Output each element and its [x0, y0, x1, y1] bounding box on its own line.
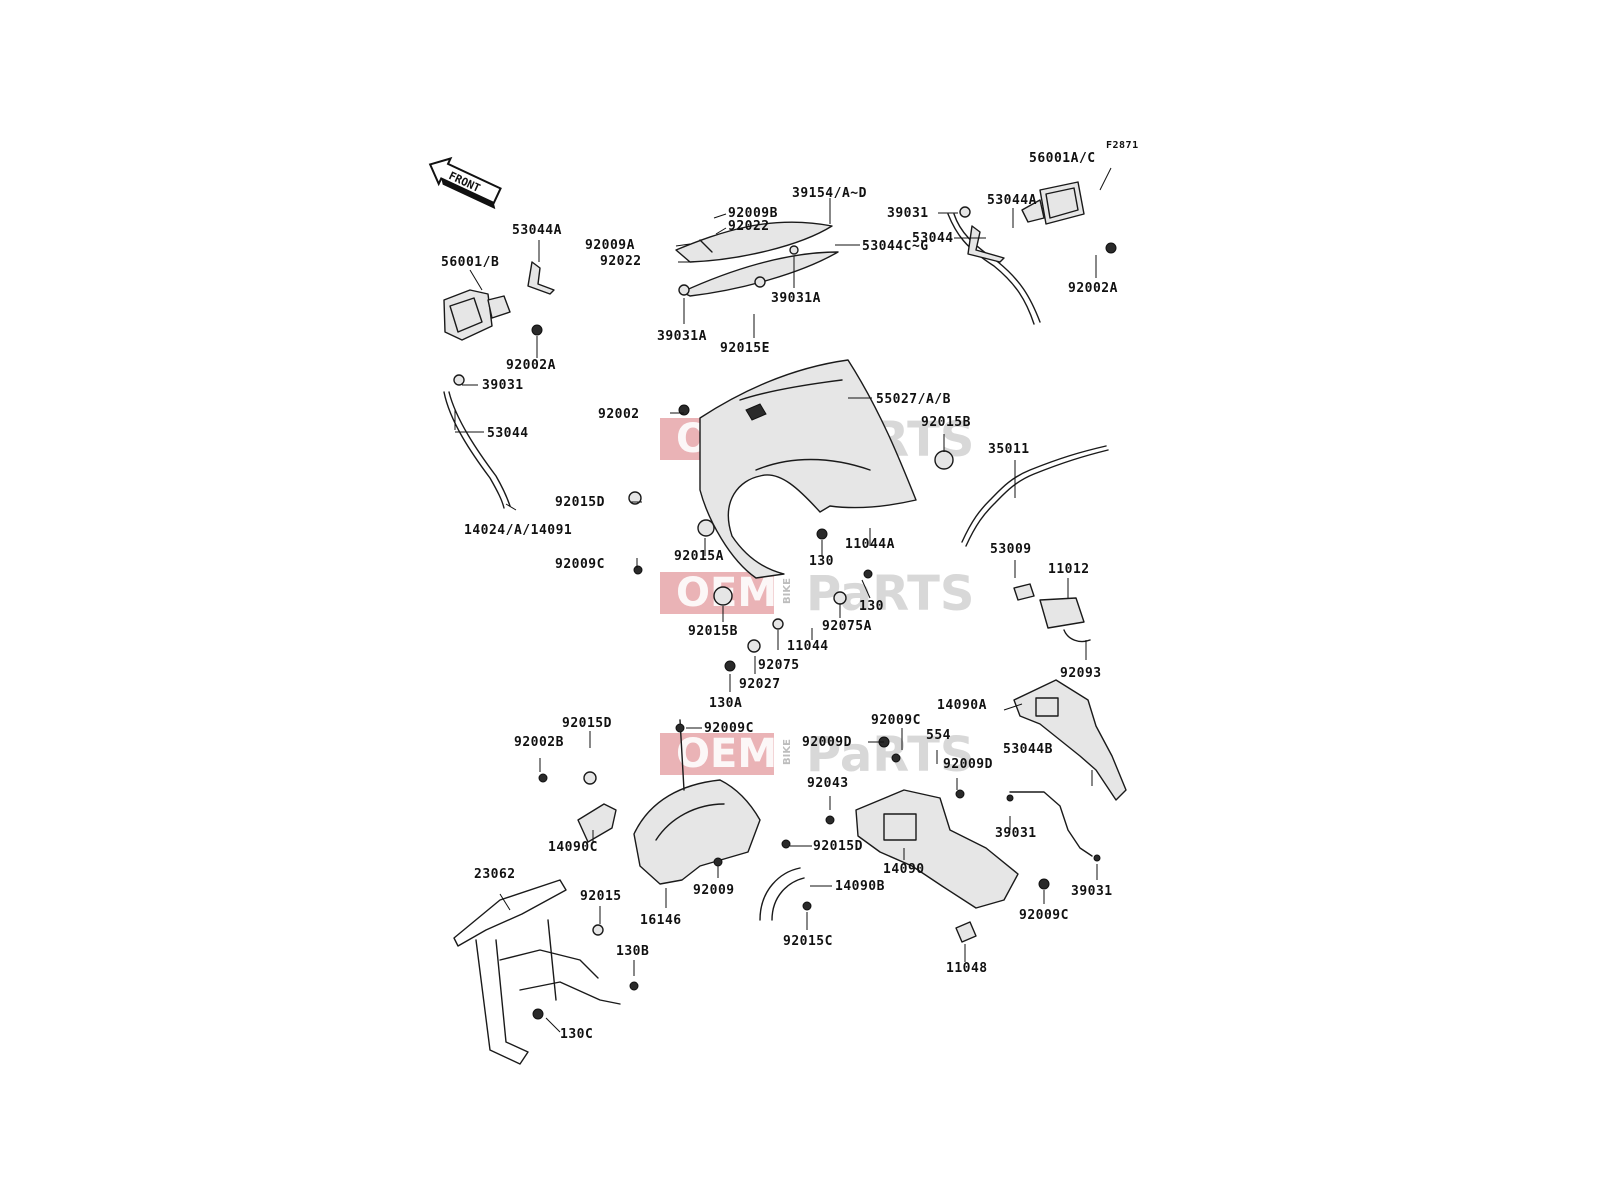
left-cable-shape — [448, 391, 511, 507]
left-clip-53044a-shape — [527, 261, 555, 295]
box-11012-shape — [1039, 597, 1085, 629]
part-label[interactable]: 53044 — [912, 231, 954, 246]
part-label[interactable]: 92002B — [514, 735, 564, 750]
part-label[interactable]: 39031 — [995, 826, 1037, 841]
fastener-icons — [453, 206, 1117, 1020]
cable-35011-shape — [961, 445, 1107, 543]
part-label[interactable]: 92002A — [1068, 281, 1118, 296]
front-arrow-icon: FRONT — [428, 156, 502, 210]
part-label[interactable]: 92093 — [1060, 666, 1102, 681]
part-label[interactable]: 53044C~G — [862, 239, 929, 254]
part-number-labels: F2871 56001A/C 39154/A~D 92009B 92022 92… — [441, 140, 1139, 1042]
part-label[interactable]: 130 — [859, 599, 884, 614]
part-label[interactable]: 92009D — [943, 757, 993, 772]
part-label[interactable]: 92043 — [807, 776, 849, 791]
part-label[interactable]: 16146 — [640, 913, 682, 928]
stay-23062-shape — [453, 879, 621, 1065]
part-label[interactable]: 92002A — [506, 358, 556, 373]
part-label[interactable]: 39031 — [887, 206, 929, 221]
part-label[interactable]: 92009C — [871, 713, 921, 728]
part-label[interactable]: 39031 — [482, 378, 524, 393]
right-mirror-shape — [1021, 181, 1085, 225]
part-label[interactable]: 130A — [709, 696, 742, 711]
part-label[interactable]: 11012 — [1048, 562, 1090, 577]
windshield-shape — [675, 221, 839, 297]
part-label[interactable]: 14090C — [548, 840, 598, 855]
inner-cover-14090-shape — [855, 789, 1019, 909]
part-label[interactable]: 92009C — [704, 721, 754, 736]
cable-53044b-shape — [1009, 791, 1093, 857]
part-label[interactable]: 92015C — [783, 934, 833, 949]
watermark-parts-text: PaRTS — [806, 727, 974, 783]
part-label[interactable]: 53009 — [990, 542, 1032, 557]
part-label[interactable]: 92015D — [562, 716, 612, 731]
part-label[interactable]: 92075 — [758, 658, 800, 673]
part-label[interactable]: 554 — [926, 728, 951, 743]
part-label[interactable]: 14024/A/14091 — [464, 523, 572, 538]
part-label[interactable]: 11048 — [946, 961, 988, 976]
part-label[interactable]: 92009B — [728, 206, 778, 221]
clip-11048-shape — [955, 921, 977, 943]
part-label[interactable]: 92022 — [600, 254, 642, 269]
part-label[interactable]: 39031A — [771, 291, 821, 306]
part-label[interactable]: 130C — [560, 1027, 593, 1042]
watermark-parts-text: PaRTS — [806, 566, 974, 622]
part-label[interactable]: 130B — [616, 944, 649, 959]
watermark-row-3: OEM BIKE PaRTS — [660, 727, 974, 783]
part-label[interactable]: 11044A — [845, 537, 895, 552]
part-label[interactable]: 92027 — [739, 677, 781, 692]
part-label[interactable]: 14090A — [937, 698, 987, 713]
part-label[interactable]: 92009C — [555, 557, 605, 572]
part-label[interactable]: 11044 — [787, 639, 829, 654]
inner-panel-14090a-shape — [1013, 679, 1127, 801]
part-label[interactable]: 39154/A~D — [792, 186, 867, 201]
part-label[interactable]: 39031 — [1071, 884, 1113, 899]
part-label[interactable]: 92015E — [720, 341, 770, 356]
part-label[interactable]: 92015B — [921, 415, 971, 430]
part-label[interactable]: 92015A — [674, 549, 724, 564]
part-label[interactable]: 39031A — [657, 329, 707, 344]
part-label[interactable]: 53044 — [487, 426, 529, 441]
part-label[interactable]: 14090 — [883, 862, 925, 877]
part-label[interactable]: 14090B — [835, 879, 885, 894]
watermark-oem-text: OEM — [676, 731, 777, 777]
part-label[interactable]: 56001/B — [441, 255, 499, 270]
part-label[interactable]: 92075A — [822, 619, 872, 634]
part-label[interactable]: 92015D — [813, 839, 863, 854]
right-clip-53044a-shape — [967, 225, 1005, 263]
leader-lines — [454, 167, 1112, 1033]
part-label[interactable]: 130 — [809, 554, 834, 569]
upper-cowl-shape — [699, 359, 917, 579]
bracket-14090c-shape — [577, 803, 617, 843]
part-label[interactable]: 92009C — [1019, 908, 1069, 923]
cover-14090b-shape — [759, 867, 801, 921]
part-label[interactable]: 92009A — [585, 238, 635, 253]
watermark-row-2: OEM BIKE PaRTS — [660, 566, 974, 622]
part-label[interactable]: 92022 — [728, 219, 770, 234]
clip-53009-shape — [1013, 583, 1035, 601]
watermark-bike-text: BIKE — [782, 739, 793, 765]
part-label[interactable]: 92009 — [693, 883, 735, 898]
part-label[interactable]: 35011 — [988, 442, 1030, 457]
left-mirror-shape — [443, 289, 511, 341]
part-label[interactable]: 92015 — [580, 889, 622, 904]
part-label[interactable]: 92002 — [598, 407, 640, 422]
part-label[interactable]: 92009D — [802, 735, 852, 750]
part-label[interactable]: 55027/A/B — [876, 392, 951, 407]
watermark-bike-text: BIKE — [782, 578, 793, 604]
part-label[interactable]: 56001A/C — [1029, 151, 1096, 166]
figure-code-label: F2871 — [1106, 140, 1139, 151]
part-label[interactable]: 53044A — [512, 223, 562, 238]
part-label[interactable]: 23062 — [474, 867, 516, 882]
instrument-cover-16146-shape — [633, 779, 761, 885]
part-label[interactable]: 92015D — [555, 495, 605, 510]
part-label[interactable]: 53044A — [987, 193, 1037, 208]
part-label[interactable]: 92015B — [688, 624, 738, 639]
part-label[interactable]: 53044B — [1003, 742, 1053, 757]
